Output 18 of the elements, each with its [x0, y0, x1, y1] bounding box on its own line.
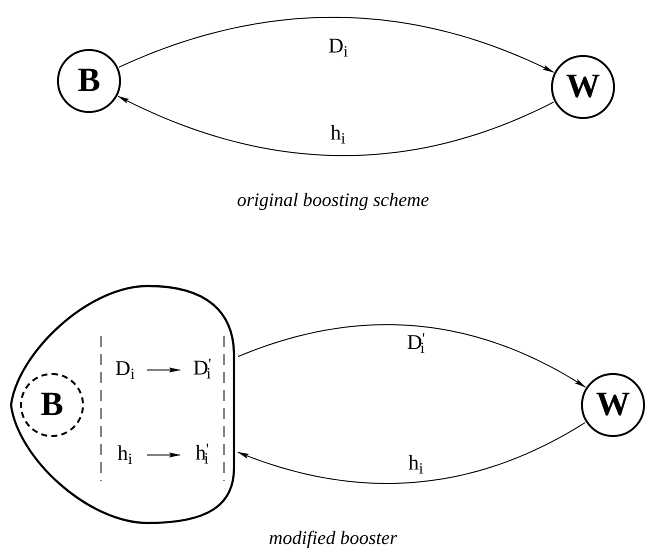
arrow — [146, 368, 181, 372]
arrow — [117, 96, 554, 156]
arrow — [146, 452, 181, 458]
caption: modified booster — [268, 528, 398, 550]
arrow — [118, 16, 554, 73]
math-symbol: D$_{i}$ — [115, 358, 135, 382]
node-letter: W — [596, 388, 630, 422]
node-letter: B — [40, 388, 64, 422]
arrow — [238, 324, 586, 388]
math-symbol: h$_{i}$ — [118, 442, 132, 468]
circle-node — [581, 373, 645, 437]
caption: original boosting scheme — [236, 190, 430, 212]
circle-node — [551, 55, 615, 119]
node-letter: B — [78, 64, 100, 98]
dashed-circle-node — [20, 373, 84, 437]
circle-node — [57, 49, 121, 113]
node-letter: W — [566, 70, 600, 104]
arrow — [237, 422, 586, 484]
